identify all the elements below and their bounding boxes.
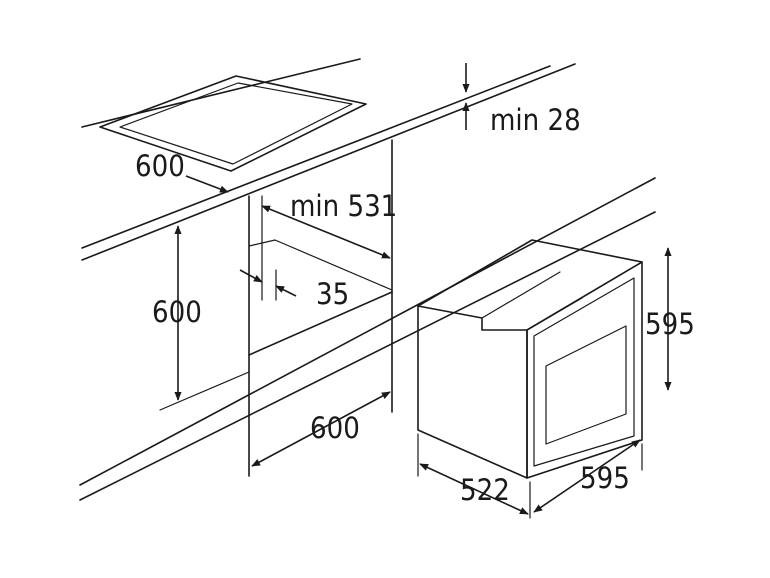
label-cooktop-600: 600 <box>135 149 185 183</box>
dimension-niche-height: 600 <box>152 225 202 401</box>
label-35: 35 <box>316 277 349 311</box>
dimension-min-28: min 28 <box>462 63 581 137</box>
label-niche-width-600: 600 <box>310 411 360 445</box>
dimension-oven-depth: 522 <box>417 433 531 519</box>
dimension-cooktop-depth: 600 <box>135 149 229 193</box>
dimension-niche-width: 600 <box>251 391 391 467</box>
label-oven-width-595: 595 <box>580 461 630 495</box>
label-oven-depth-522: 522 <box>460 473 510 507</box>
label-oven-height-595: 595 <box>645 307 695 341</box>
label-min-531: min 531 <box>290 189 397 223</box>
cooktop <box>99 75 367 172</box>
dimension-min-531: min 531 <box>261 189 397 259</box>
plinth-lines <box>79 177 656 501</box>
label-niche-height-600: 600 <box>152 295 202 329</box>
dimension-35: 35 <box>239 269 349 311</box>
dimension-oven-width: 595 <box>533 439 643 513</box>
dimension-oven-height: 595 <box>645 247 695 391</box>
label-min-28: min 28 <box>490 103 581 137</box>
oven <box>417 239 643 479</box>
